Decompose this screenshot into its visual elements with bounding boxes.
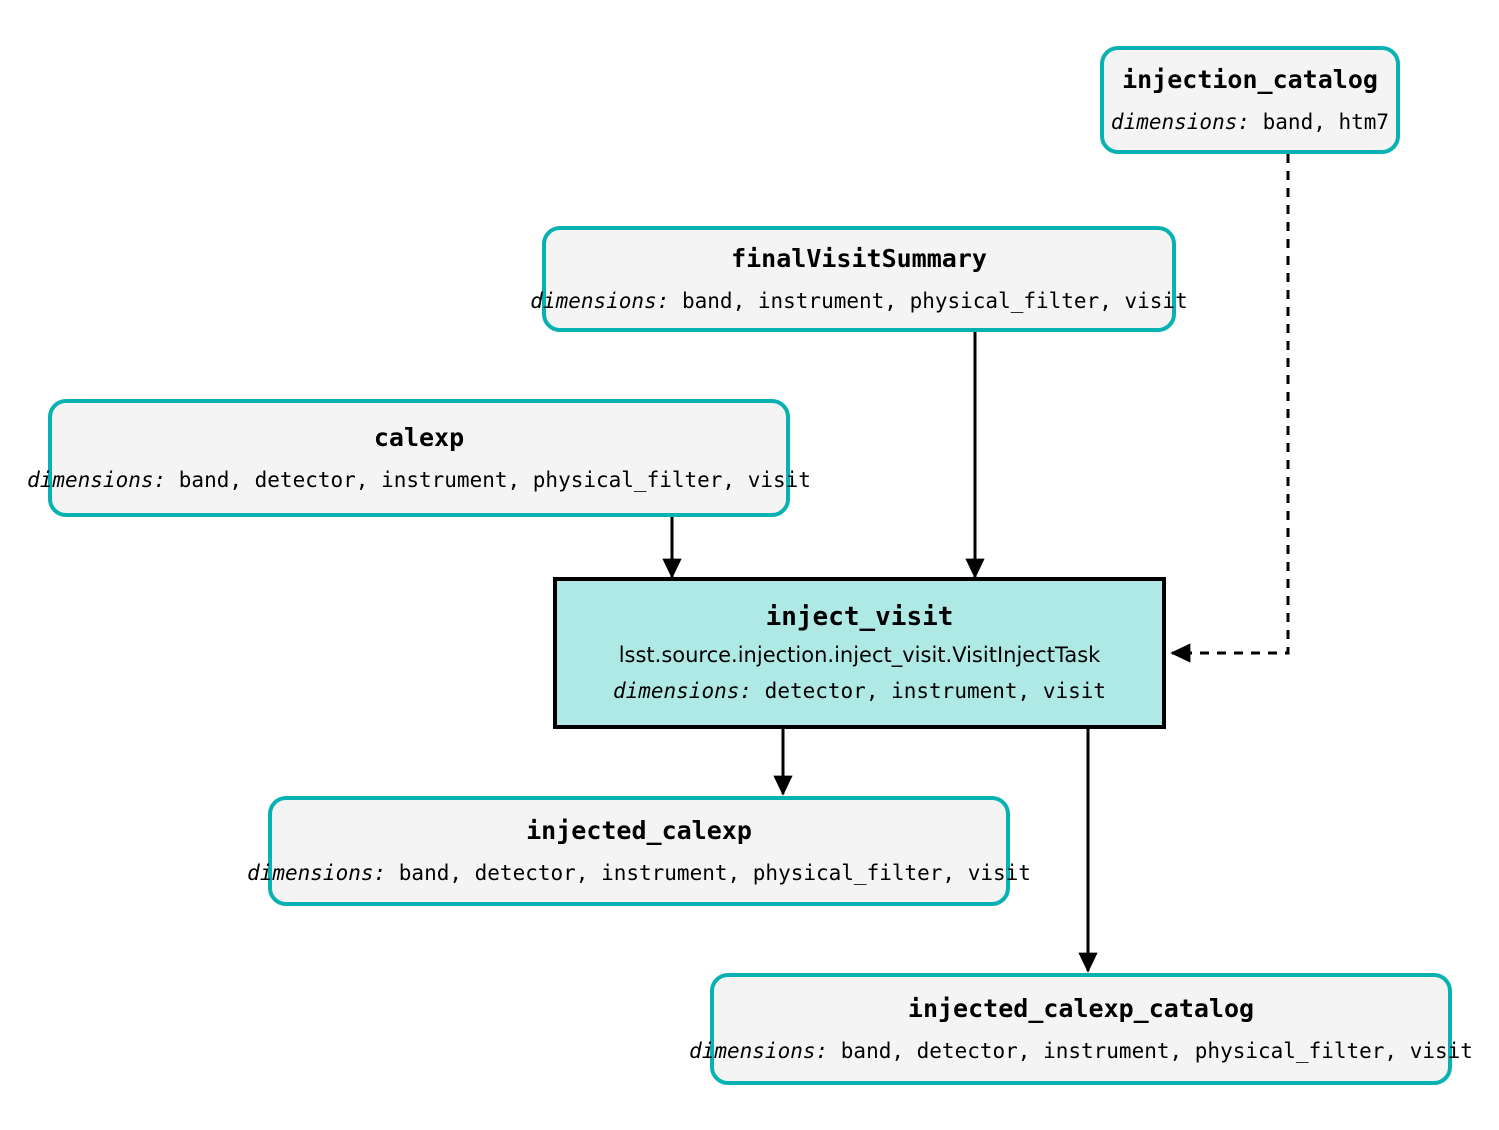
node-dimensions: dimensions: band, detector, instrument, …: [689, 1038, 1473, 1064]
node-dimensions: dimensions: detector, instrument, visit: [613, 678, 1106, 704]
node-finalvisitsummary[interactable]: finalVisitSummary dimensions: band, inst…: [530, 226, 1188, 332]
dimensions-label: dimensions:: [612, 679, 765, 703]
node-dimensions: dimensions: band, htm7: [1111, 109, 1389, 135]
edge-injection-catalog-to-inject-visit: [1170, 154, 1290, 663]
node-injection-catalog[interactable]: injection_catalog dimensions: band, htm7: [1100, 46, 1400, 154]
node-title: injected_calexp: [526, 816, 752, 845]
node-injected-calexp-catalog[interactable]: injected_calexp_catalog dimensions: band…: [689, 973, 1473, 1085]
dimensions-value: band, htm7: [1262, 110, 1390, 134]
dimensions-label: dimensions:: [247, 861, 399, 885]
node-title: finalVisitSummary: [731, 244, 987, 273]
dimensions-value: band, detector, instrument, physical_fil…: [398, 861, 1031, 885]
task-class-path: lsst.source.injection.inject_visit.Visit…: [618, 643, 1101, 667]
dimensions-label: dimensions:: [689, 1039, 841, 1063]
dimensions-label: dimensions:: [27, 468, 179, 492]
task-title: inject_visit: [765, 602, 954, 632]
dimensions-value: band, detector, instrument, physical_fil…: [840, 1039, 1473, 1063]
dimensions-label: dimensions:: [530, 289, 682, 313]
dimensions-label: dimensions:: [1110, 110, 1263, 134]
node-dimensions: dimensions: band, detector, instrument, …: [247, 860, 1031, 886]
node-dimensions: dimensions: band, detector, instrument, …: [27, 467, 811, 493]
node-title: calexp: [373, 423, 465, 452]
node-injected-calexp[interactable]: injected_calexp dimensions: band, detect…: [247, 796, 1031, 906]
dimensions-value: detector, instrument, visit: [764, 679, 1107, 703]
node-calexp[interactable]: calexp dimensions: band, detector, instr…: [27, 399, 811, 517]
node-title: injection_catalog: [1122, 65, 1378, 94]
node-dimensions: dimensions: band, instrument, physical_f…: [530, 288, 1187, 314]
dimensions-value: band, detector, instrument, physical_fil…: [178, 468, 811, 492]
dimensions-value: band, instrument, physical_filter, visit: [682, 289, 1188, 313]
node-inject-visit-task[interactable]: inject_visit lsst.source.injection.injec…: [553, 577, 1166, 729]
node-title: injected_calexp_catalog: [907, 994, 1255, 1023]
